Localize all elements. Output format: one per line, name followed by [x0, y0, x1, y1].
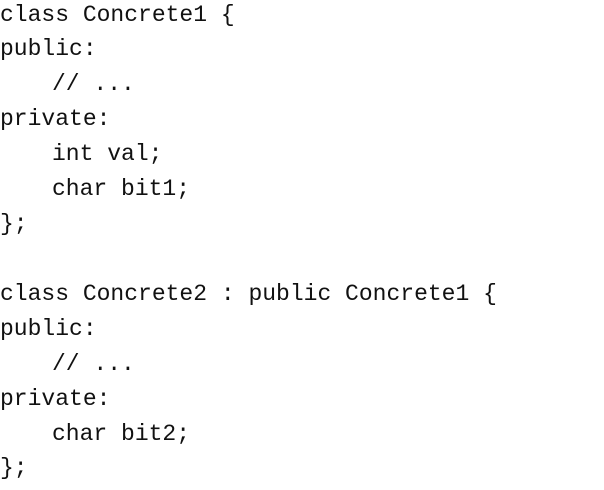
- comment-line: // ...: [52, 71, 135, 97]
- code-listing: class Concrete1 { public: // ... private…: [0, 2, 497, 481]
- private-access-specifier: private:: [0, 106, 111, 132]
- member-bit1-declaration: char bit1;: [52, 176, 191, 202]
- public-access-specifier: public:: [0, 316, 97, 342]
- private-access-specifier: private:: [0, 386, 111, 412]
- member-bit2-declaration: char bit2;: [52, 421, 191, 447]
- class-concrete1-closing: };: [0, 211, 28, 237]
- comment-line: // ...: [52, 351, 135, 377]
- class-concrete1-declaration: class Concrete1 {: [0, 2, 235, 28]
- class-concrete2-declaration: class Concrete2 : public Concrete1 {: [0, 281, 497, 307]
- class-concrete2-closing: };: [0, 455, 28, 481]
- member-val-declaration: int val;: [52, 141, 163, 167]
- public-access-specifier: public:: [0, 36, 97, 62]
